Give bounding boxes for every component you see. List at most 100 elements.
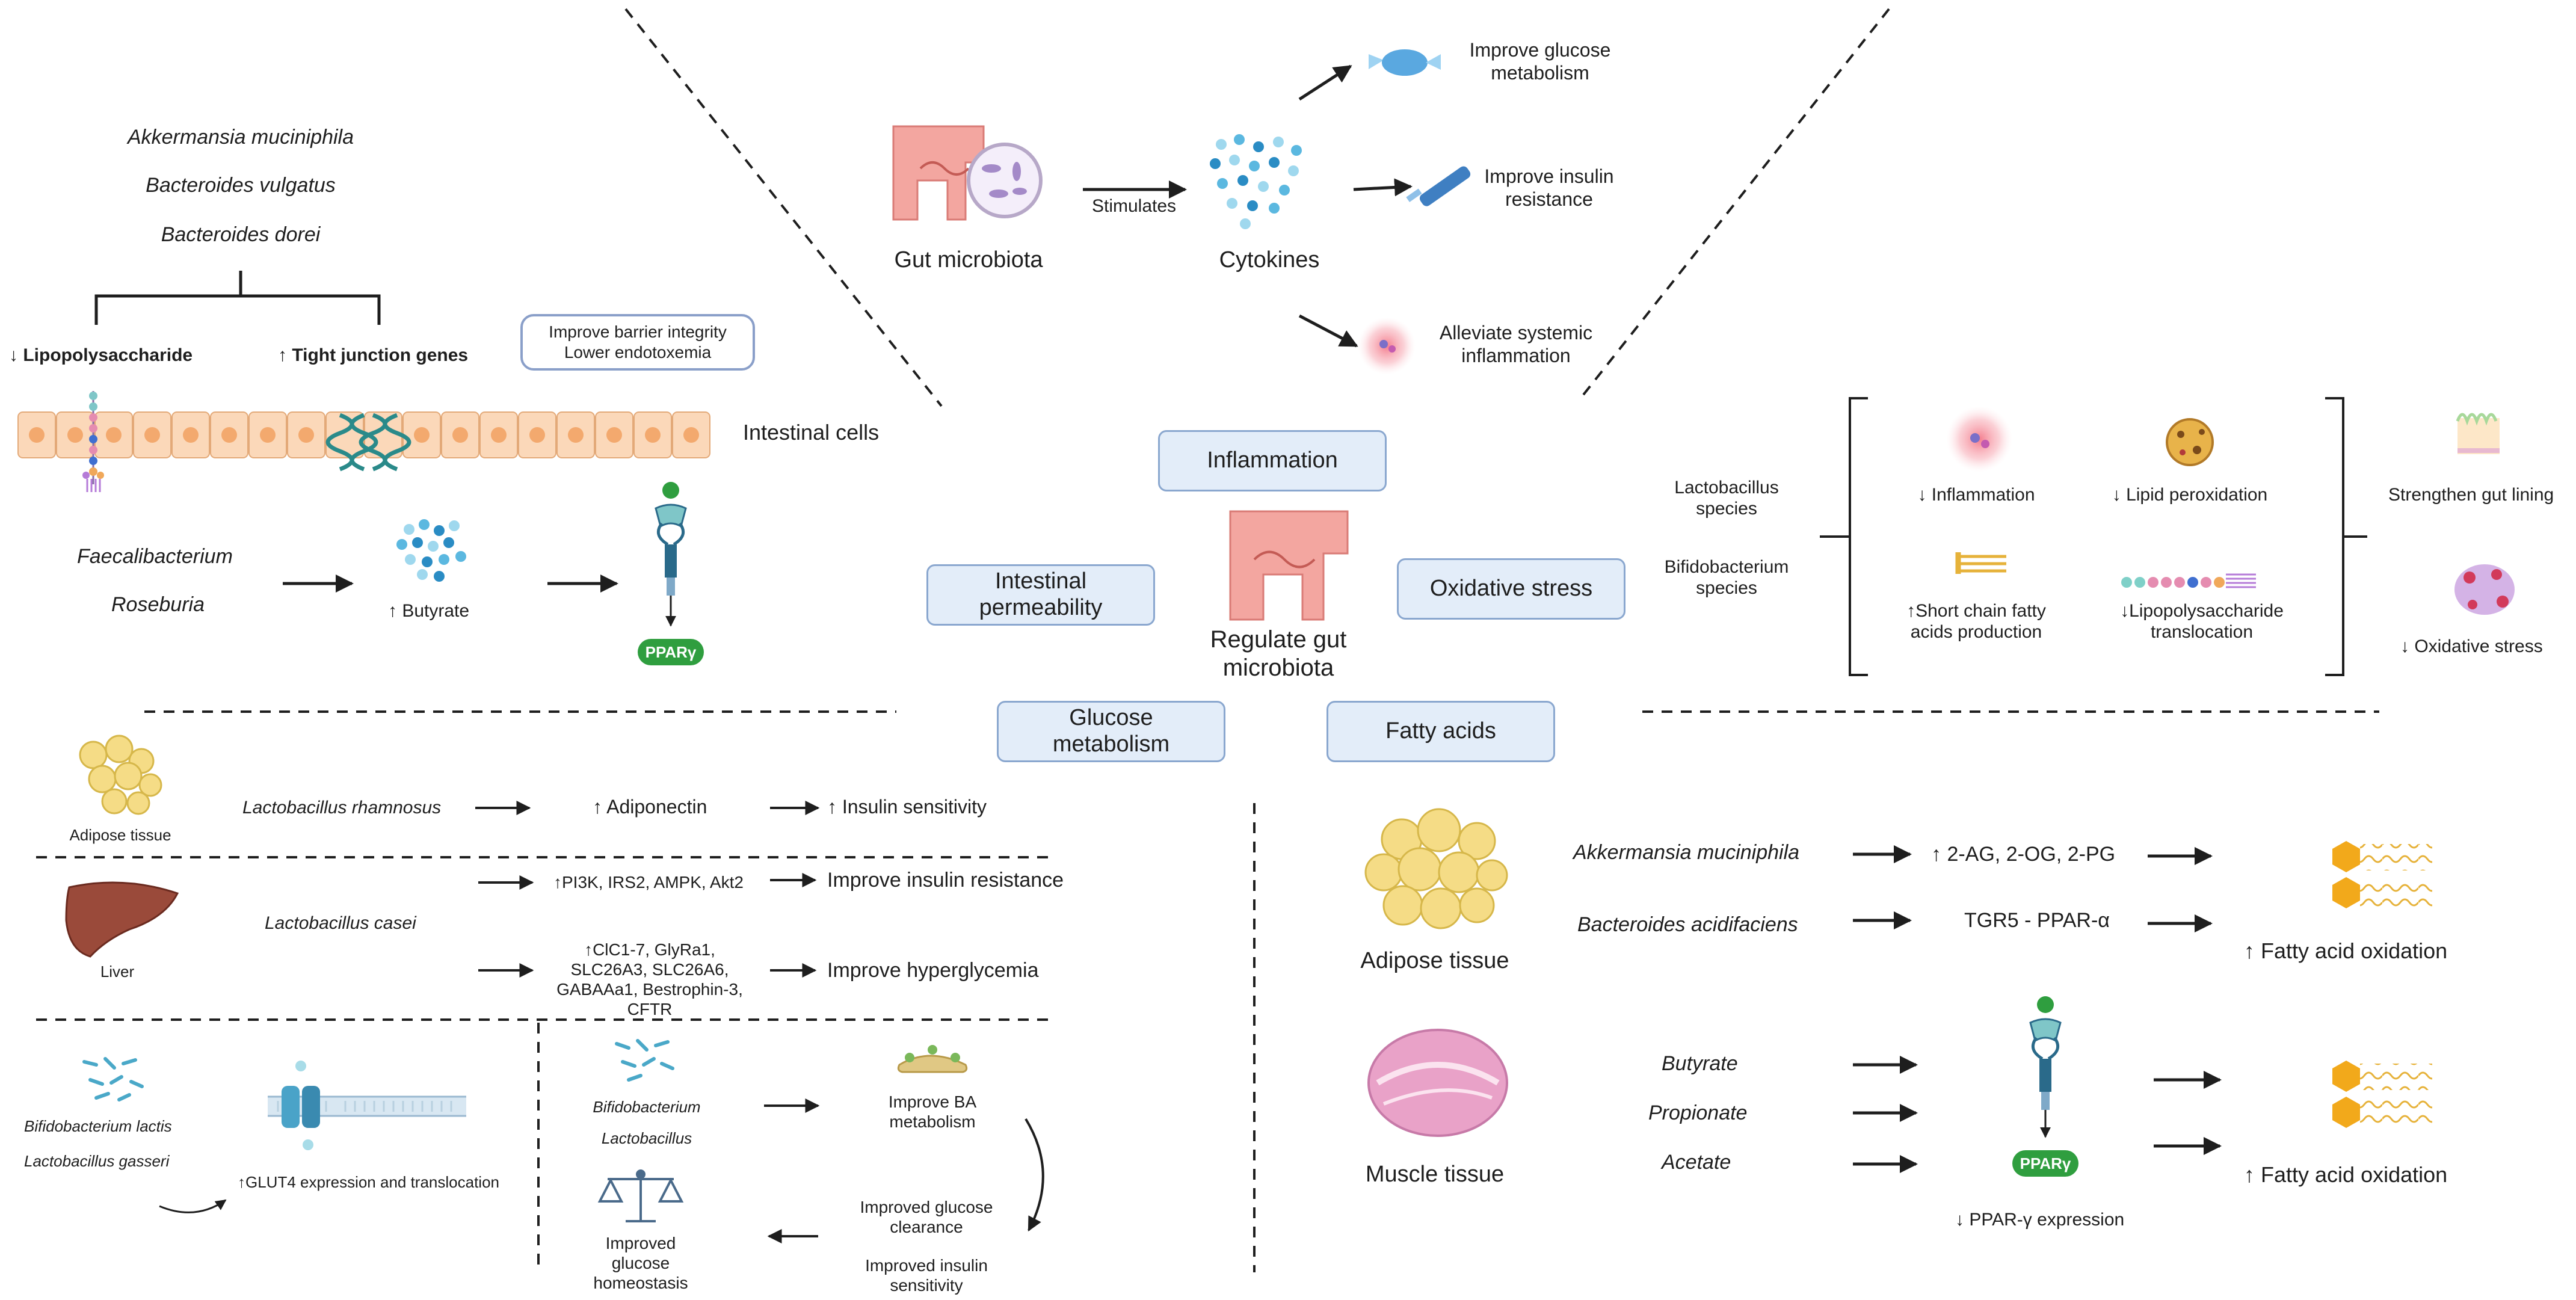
probiotics-icon-left <box>82 1057 144 1101</box>
bacterium-casei: Lactobacillus casei <box>265 913 416 933</box>
outcome-fatty-acid-oxidation-top: ↑ Fatty acid oxidation <box>2244 938 2448 963</box>
curved-arrow-ba <box>1025 1118 1044 1232</box>
intestinal-cells-label: Intestinal cells <box>743 420 880 445</box>
arrow-insulin <box>1353 178 1413 197</box>
probiotics-icon-right <box>615 1039 674 1082</box>
bracket-left <box>1849 397 1868 676</box>
ba-metabolism-label: Improve BA metabolism <box>888 1092 977 1132</box>
outcome-hyperglycemia: Improve hyperglycemia <box>827 959 1039 982</box>
bacterium-acidifaciens: Bacteroides acidifaciens <box>1577 913 1798 936</box>
effect-scfa: ↑Short chain fatty acids production <box>1906 601 2046 642</box>
bacterium-lactobacillus-gasseri: Lactobacillus gasseri <box>24 1152 170 1170</box>
effect-inflammation: ↓ Inflammation <box>1917 485 2035 505</box>
pparg-badge-bottom: PPARγ <box>2012 1150 2078 1177</box>
arrow-glucose <box>1298 64 1352 101</box>
candy-icon <box>1369 49 1441 76</box>
pparg-expression-label: ↓ PPAR-γ expression <box>1955 1210 2125 1230</box>
adipose-icon-small <box>79 735 162 815</box>
species-lactobacillus: Lactobacillus species <box>1674 478 1779 519</box>
tissue-muscle: Muscle tissue <box>1365 1162 1505 1187</box>
outcome-insulin-label: Improve insulin resistance <box>1484 165 1614 210</box>
marker-2ag: ↑ 2-AG, 2-OG, 2-PG <box>1931 843 2116 866</box>
butyrate-label: ↑ Butyrate <box>388 601 470 621</box>
cytokines-label: Cytokines <box>1219 247 1320 273</box>
lipid-peroxidation-icon <box>2166 418 2214 466</box>
scfa-butyrate: Butyrate <box>1662 1052 1738 1075</box>
markers-pi3k: ↑PI3K, IRS2, AMPK, Akt2 <box>553 873 744 892</box>
effect-lipid-peroxidation: ↓ Lipid peroxidation <box>2112 485 2268 505</box>
insulin-sensitivity-label: Improved insulin sensitivity <box>865 1256 988 1295</box>
tight-junction-icon <box>325 413 411 472</box>
section-dividers <box>36 8 2379 1272</box>
gut-icon-center <box>1229 510 1349 621</box>
bacterium-lactobacillus: Lactobacillus <box>601 1129 692 1147</box>
oxidative-stress-box: Oxidative stress <box>1397 558 1625 620</box>
glucose-homeostasis-label: Improved glucose homeostasis <box>593 1234 688 1293</box>
balance-scale-icon <box>597 1169 684 1222</box>
outcome-glucose-label: Improve glucose metabolism <box>1469 39 1611 84</box>
intestinal-permeability-box: Intestinal permeability <box>926 564 1155 626</box>
outcome-fatty-acid-oxidation-bottom: ↑ Fatty acid oxidation <box>2244 1162 2448 1187</box>
muscle-icon <box>1367 1029 1508 1137</box>
bacterium-akkermansia-bottom: Akkermansia muciniphila <box>1573 841 1800 864</box>
species-bifidobacterium: Bifidobacterium species <box>1664 557 1789 599</box>
liver-icon <box>65 881 179 958</box>
marker-tgr5: TGR5 - PPAR-α <box>1964 909 2110 932</box>
gut-icon-top <box>892 125 985 221</box>
scfa-acetate: Acetate <box>1662 1151 1731 1174</box>
tissue-adipose-small: Adipose tissue <box>69 826 171 844</box>
cytokines-icon <box>1210 134 1302 229</box>
regulate-gut-microbiota-title: Regulate gut microbiota <box>1210 626 1347 682</box>
bacterium-akkermansia: Akkermansia muciniphila <box>127 126 354 149</box>
arrow-inflammation <box>1298 314 1358 348</box>
glucose-clearance-label: Improved glucose clearance <box>860 1198 993 1237</box>
bacterium-vulgatus: Bacteroides vulgatus <box>146 174 336 197</box>
lps-label: ↓ Lipopolysaccharide <box>9 345 193 365</box>
stimulates-label: Stimulates <box>1091 196 1177 216</box>
glut4-label: ↑GLUT4 expression and translocation <box>238 1173 500 1191</box>
pparg-receptor-top <box>655 482 687 627</box>
inflammation-box: Inflammation <box>1158 430 1387 491</box>
bile-acid-icon <box>897 1045 968 1073</box>
oxidative-stress-icon <box>2454 564 2515 615</box>
insulin-pen-icon <box>1406 166 1471 206</box>
adipose-icon-large <box>1364 808 1508 929</box>
bacterium-dorei: Bacteroides dorei <box>161 223 321 246</box>
tight-junction-label: ↑ Tight junction genes <box>278 345 469 365</box>
outcome-insulin-resistance: Improve insulin resistance <box>827 869 1064 892</box>
tissue-adipose-large: Adipose tissue <box>1360 948 1509 973</box>
glut4-transporter-icon <box>268 1061 466 1150</box>
barrier-integrity-box: Improve barrier integrity Lower endotoxe… <box>520 314 755 371</box>
effect-lps-translocation: ↓Lipopolysaccharide translocation <box>2120 601 2284 642</box>
bacterium-faecalibacterium: Faecalibacterium <box>77 545 233 568</box>
bacteria-bracket <box>94 271 381 325</box>
curved-arrow-glut4 <box>159 1199 227 1213</box>
pparg-badge-top: PPARγ <box>638 639 704 665</box>
bacterium-bifidobacterium: Bifidobacterium <box>593 1098 701 1116</box>
outcome-oxidative: ↓ Oxidative stress <box>2400 636 2543 656</box>
bacterium-rhamnosus: Lactobacillus rhamnosus <box>242 798 442 818</box>
tissue-liver: Liver <box>100 963 135 981</box>
markers-chloride-channels: ↑ClC1-7, GlyRa1, SLC26A3, SLC26A6, GABAA… <box>556 940 743 1019</box>
outcome-gut-lining: Strengthen gut lining <box>2388 485 2554 505</box>
pparg-receptor-bottom <box>2029 996 2062 1138</box>
marker-adiponectin: ↑ Adiponectin <box>593 796 707 818</box>
lps-chain-icon <box>2121 573 2256 588</box>
outcome-insulin-sensitivity: ↑ Insulin sensitivity <box>827 796 987 818</box>
bacterium-bifidobacterium-lactis: Bifidobacterium lactis <box>24 1117 172 1135</box>
butyrate-molecules-icon <box>396 519 466 582</box>
intestinal-cell-row <box>17 411 710 458</box>
outcome-inflammation-label: Alleviate systemic inflammation <box>1439 322 1593 366</box>
scfa-icon <box>1955 552 2006 574</box>
bracket-right <box>2325 397 2344 676</box>
fatty-acid-icon-bottom <box>2332 1061 2432 1128</box>
fatty-acid-icon-top <box>2332 841 2432 908</box>
gut-microbiota-label: Gut microbiota <box>894 247 1043 273</box>
microbes-magnifier-icon <box>967 143 1043 218</box>
gut-lining-icon <box>2456 413 2500 454</box>
fatty-acids-box: Fatty acids <box>1327 701 1555 762</box>
bacterium-roseburia: Roseburia <box>111 593 205 616</box>
scfa-propionate: Propionate <box>1648 1101 1748 1124</box>
